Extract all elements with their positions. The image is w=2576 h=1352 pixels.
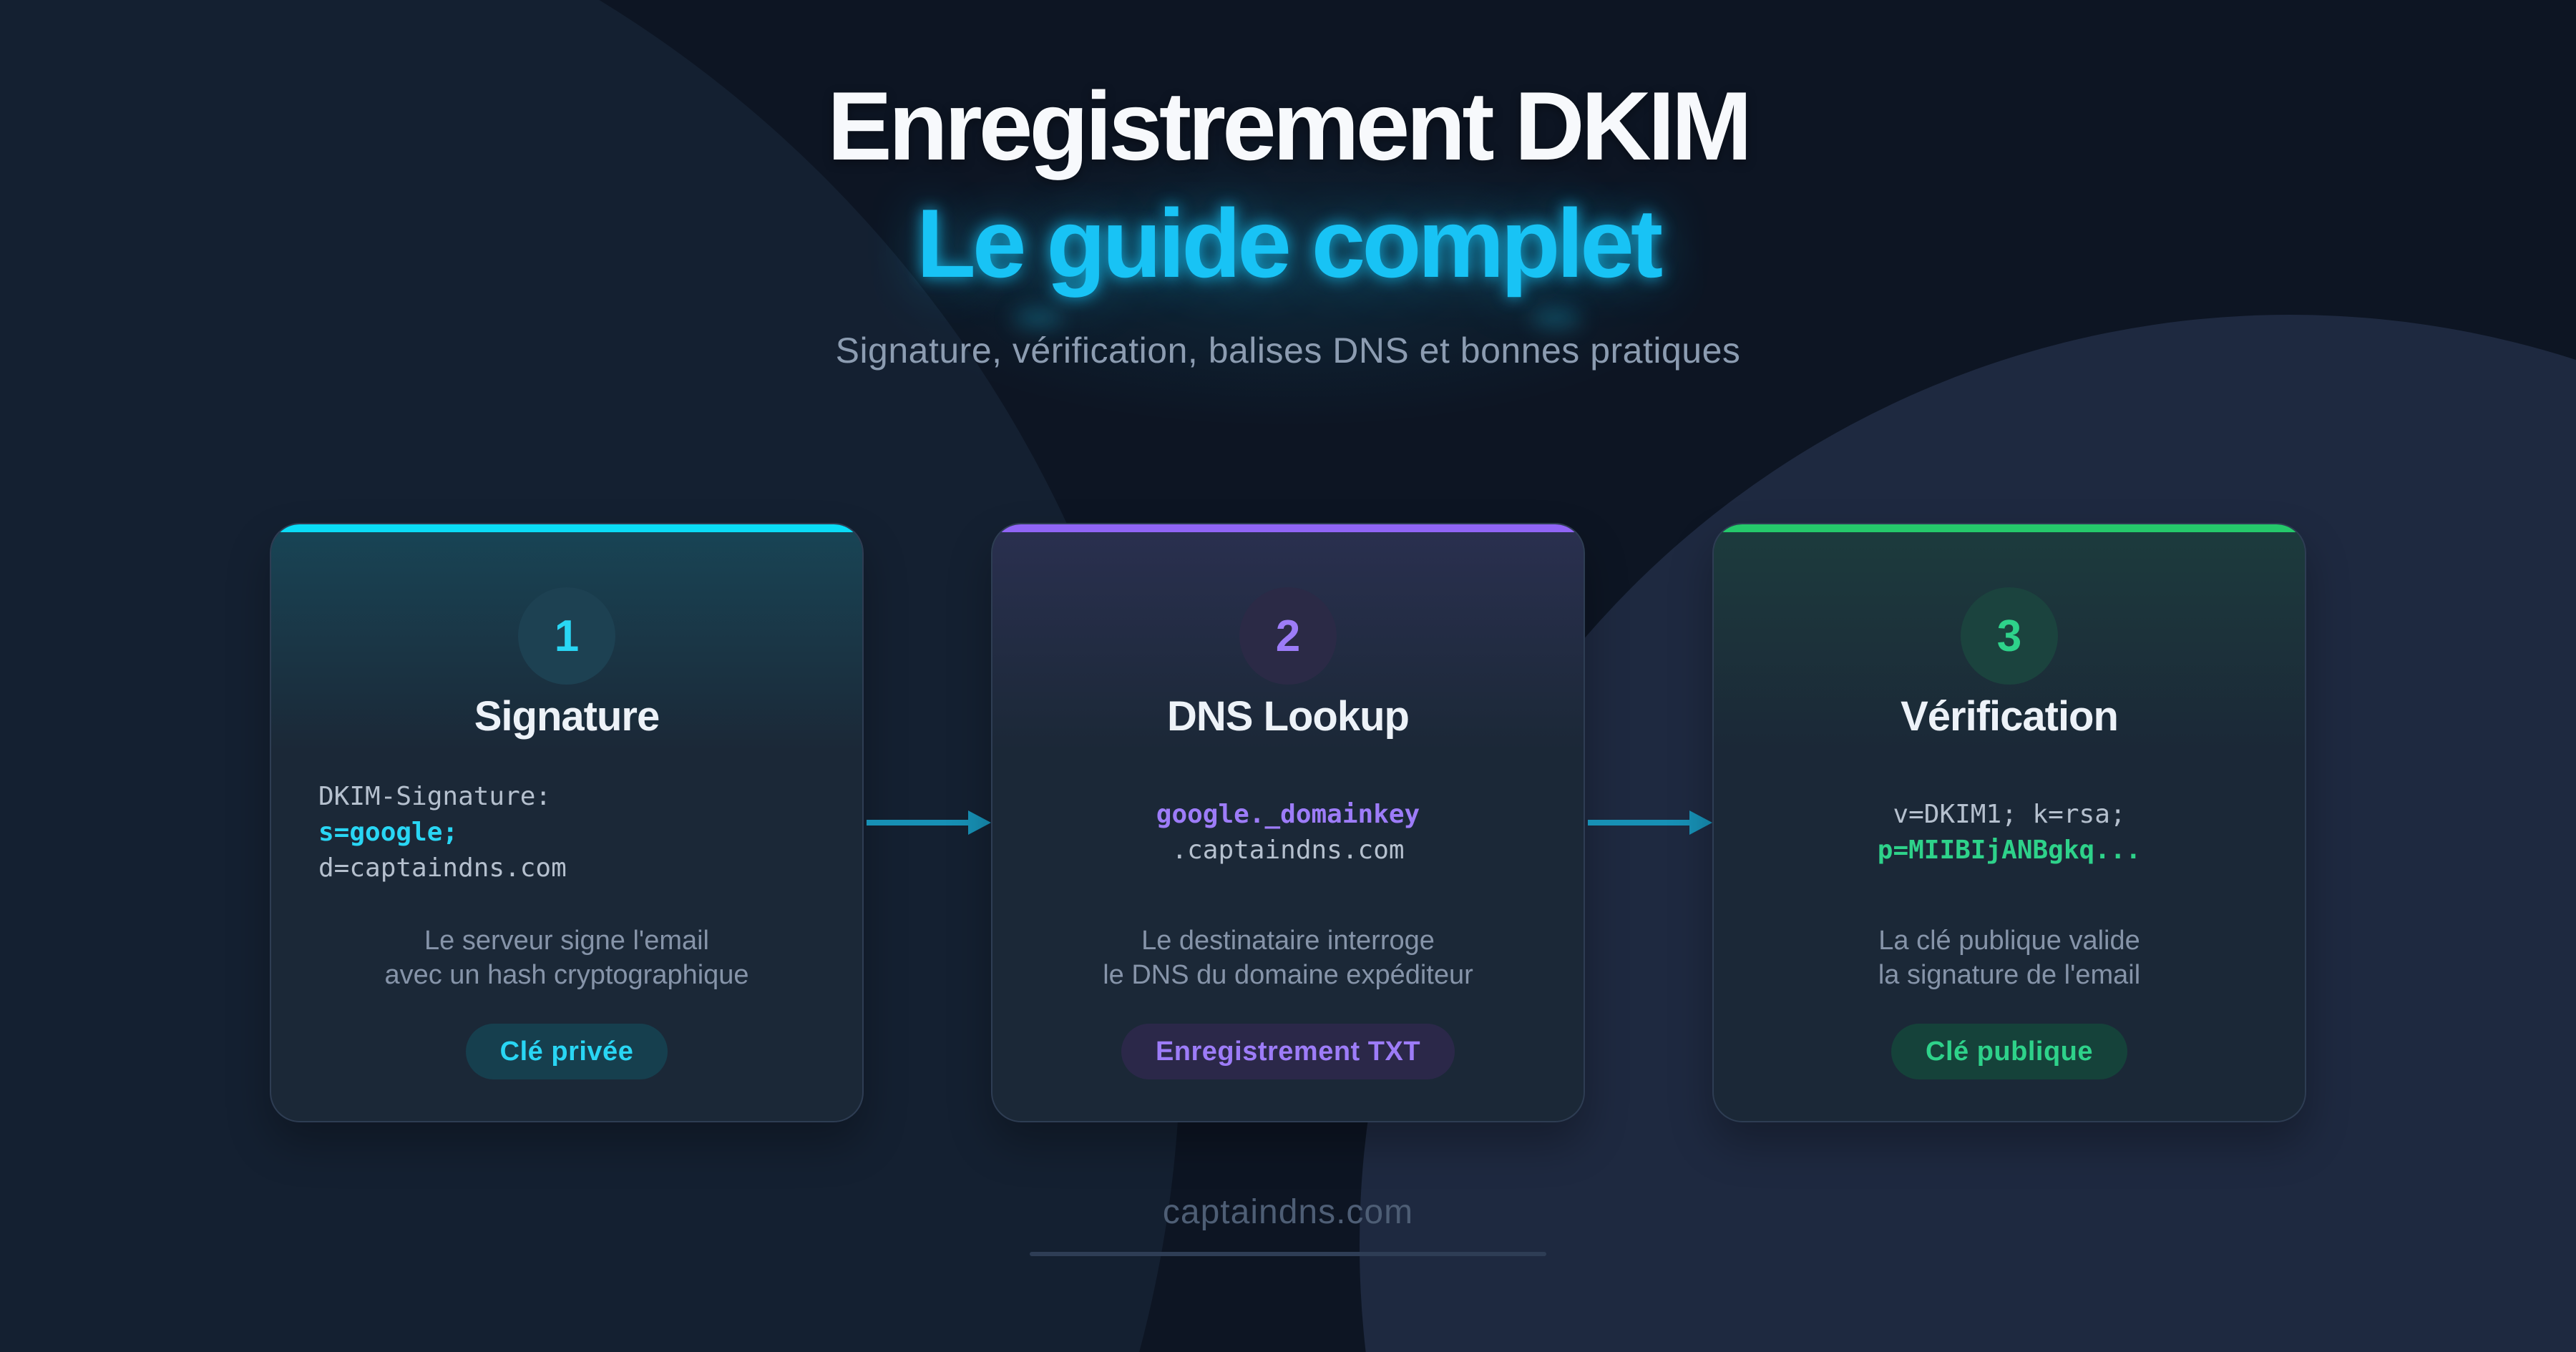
key-badge: Clé privée	[465, 1024, 668, 1080]
code-line: DKIM-Signature:	[318, 782, 552, 812]
code-line: s=google;	[318, 818, 459, 848]
key-badge: Enregistrement TXT	[1121, 1024, 1455, 1080]
arrow-head	[968, 810, 991, 836]
step-number-badge: 2	[1239, 587, 1337, 685]
card-title: DNS Lookup	[1167, 693, 1410, 740]
step-number-badge: 1	[518, 587, 615, 685]
key-badge: Clé publique	[1891, 1024, 2127, 1080]
card-accent-bar	[992, 524, 1584, 533]
step-number: 1	[554, 611, 580, 661]
code-line: p=MIIBIjANBgkq...	[1877, 836, 2142, 866]
card-title: Vérification	[1901, 693, 2119, 740]
footer: captaindns.com	[0, 1192, 2576, 1257]
step-number: 3	[1996, 611, 2022, 661]
code-snippet: DKIM-Signature: s=google; d=captaindns.com	[271, 779, 862, 886]
code-line: google._domainkey	[1156, 800, 1420, 830]
code-snippet: google._domainkey .captaindns.com	[992, 779, 1584, 886]
card-accent-bar	[1714, 524, 2305, 533]
header: Enregistrement DKIM Le guide complet Sig…	[0, 0, 2576, 371]
footer-domain: captaindns.com	[1162, 1193, 1414, 1232]
arrow-right-icon	[1585, 810, 1712, 836]
arrow-line	[1588, 820, 1689, 826]
arrow-line	[867, 820, 968, 826]
code-line: d=captaindns.com	[318, 853, 567, 883]
arrow-right-icon	[864, 810, 991, 836]
page-tagline: Signature, vérification, balises DNS et …	[835, 330, 1741, 371]
page-subtitle-accent: Le guide complet	[916, 188, 1663, 298]
step-number-badge: 3	[1961, 587, 2058, 685]
step-number: 2	[1275, 611, 1301, 661]
code-line: .captaindns.com	[1171, 836, 1405, 866]
footer-divider	[1030, 1252, 1546, 1257]
code-line: v=DKIM1; k=rsa;	[1893, 800, 2126, 830]
page-title: Enregistrement DKIM	[827, 72, 1752, 180]
card-accent-bar	[271, 524, 862, 533]
code-snippet: v=DKIM1; k=rsa; p=MIIBIjANBgkq...	[1714, 779, 2305, 886]
card-title: Signature	[474, 693, 660, 740]
arrow-head	[1689, 810, 1712, 836]
